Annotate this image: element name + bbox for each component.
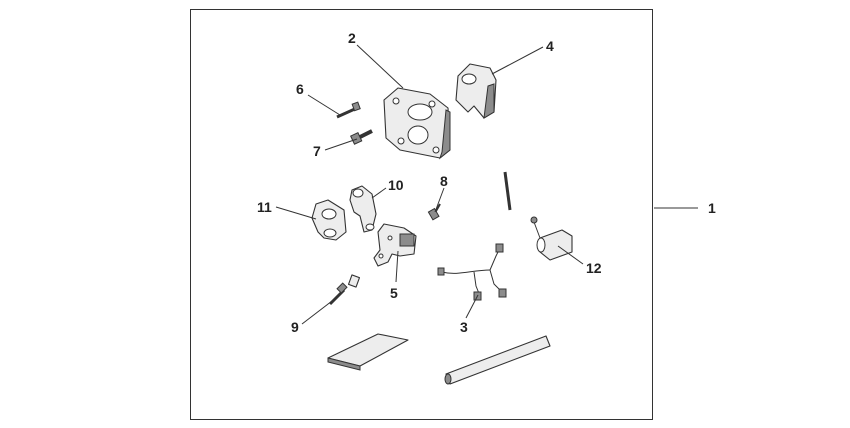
callout-2: 2 [348, 30, 356, 46]
leader-11 [275, 206, 317, 220]
cable-tie-strap [503, 171, 512, 211]
callout-12: 12 [586, 260, 602, 276]
part-10-half-clamp [349, 185, 377, 233]
part-11-half-clamp [311, 199, 347, 241]
part-8-screw [427, 203, 441, 221]
part-5-bracket-plate [373, 223, 417, 267]
leader-5 [395, 250, 399, 283]
leader-4 [491, 46, 544, 75]
leader-3 [465, 294, 479, 319]
callout-10: 10 [388, 177, 404, 193]
callout-4: 4 [546, 38, 554, 54]
leader-8 [434, 187, 445, 213]
part-4-clamp-cap [455, 63, 497, 119]
leader-2 [356, 44, 404, 89]
tube [444, 335, 551, 385]
callout-8: 8 [440, 173, 448, 189]
callout-6: 6 [296, 81, 304, 97]
callout-11: 11 [257, 199, 272, 215]
part-7-short-bolt [350, 129, 373, 145]
part-6-long-bolt [336, 101, 361, 119]
callouts: 1 2 3 4 5 6 7 8 9 10 11 12 [257, 30, 716, 335]
callout-5: 5 [390, 285, 398, 301]
leader-12 [557, 245, 584, 265]
part-9-pin [328, 274, 361, 306]
leader-6 [307, 94, 341, 116]
callout-3: 3 [460, 319, 468, 335]
leader-7 [324, 138, 358, 151]
leader-lines [275, 44, 698, 325]
part-12-switch-housing [530, 216, 573, 261]
callout-7: 7 [313, 143, 321, 159]
part-3-wire-harness [437, 243, 507, 301]
callout-9: 9 [291, 319, 299, 335]
callout-1: 1 [708, 200, 716, 216]
leader-10 [371, 187, 387, 199]
adhesive-pad [327, 333, 409, 371]
part-2-mount-bracket [383, 87, 451, 160]
diagram-frame [190, 9, 653, 420]
leader-9 [301, 300, 333, 325]
